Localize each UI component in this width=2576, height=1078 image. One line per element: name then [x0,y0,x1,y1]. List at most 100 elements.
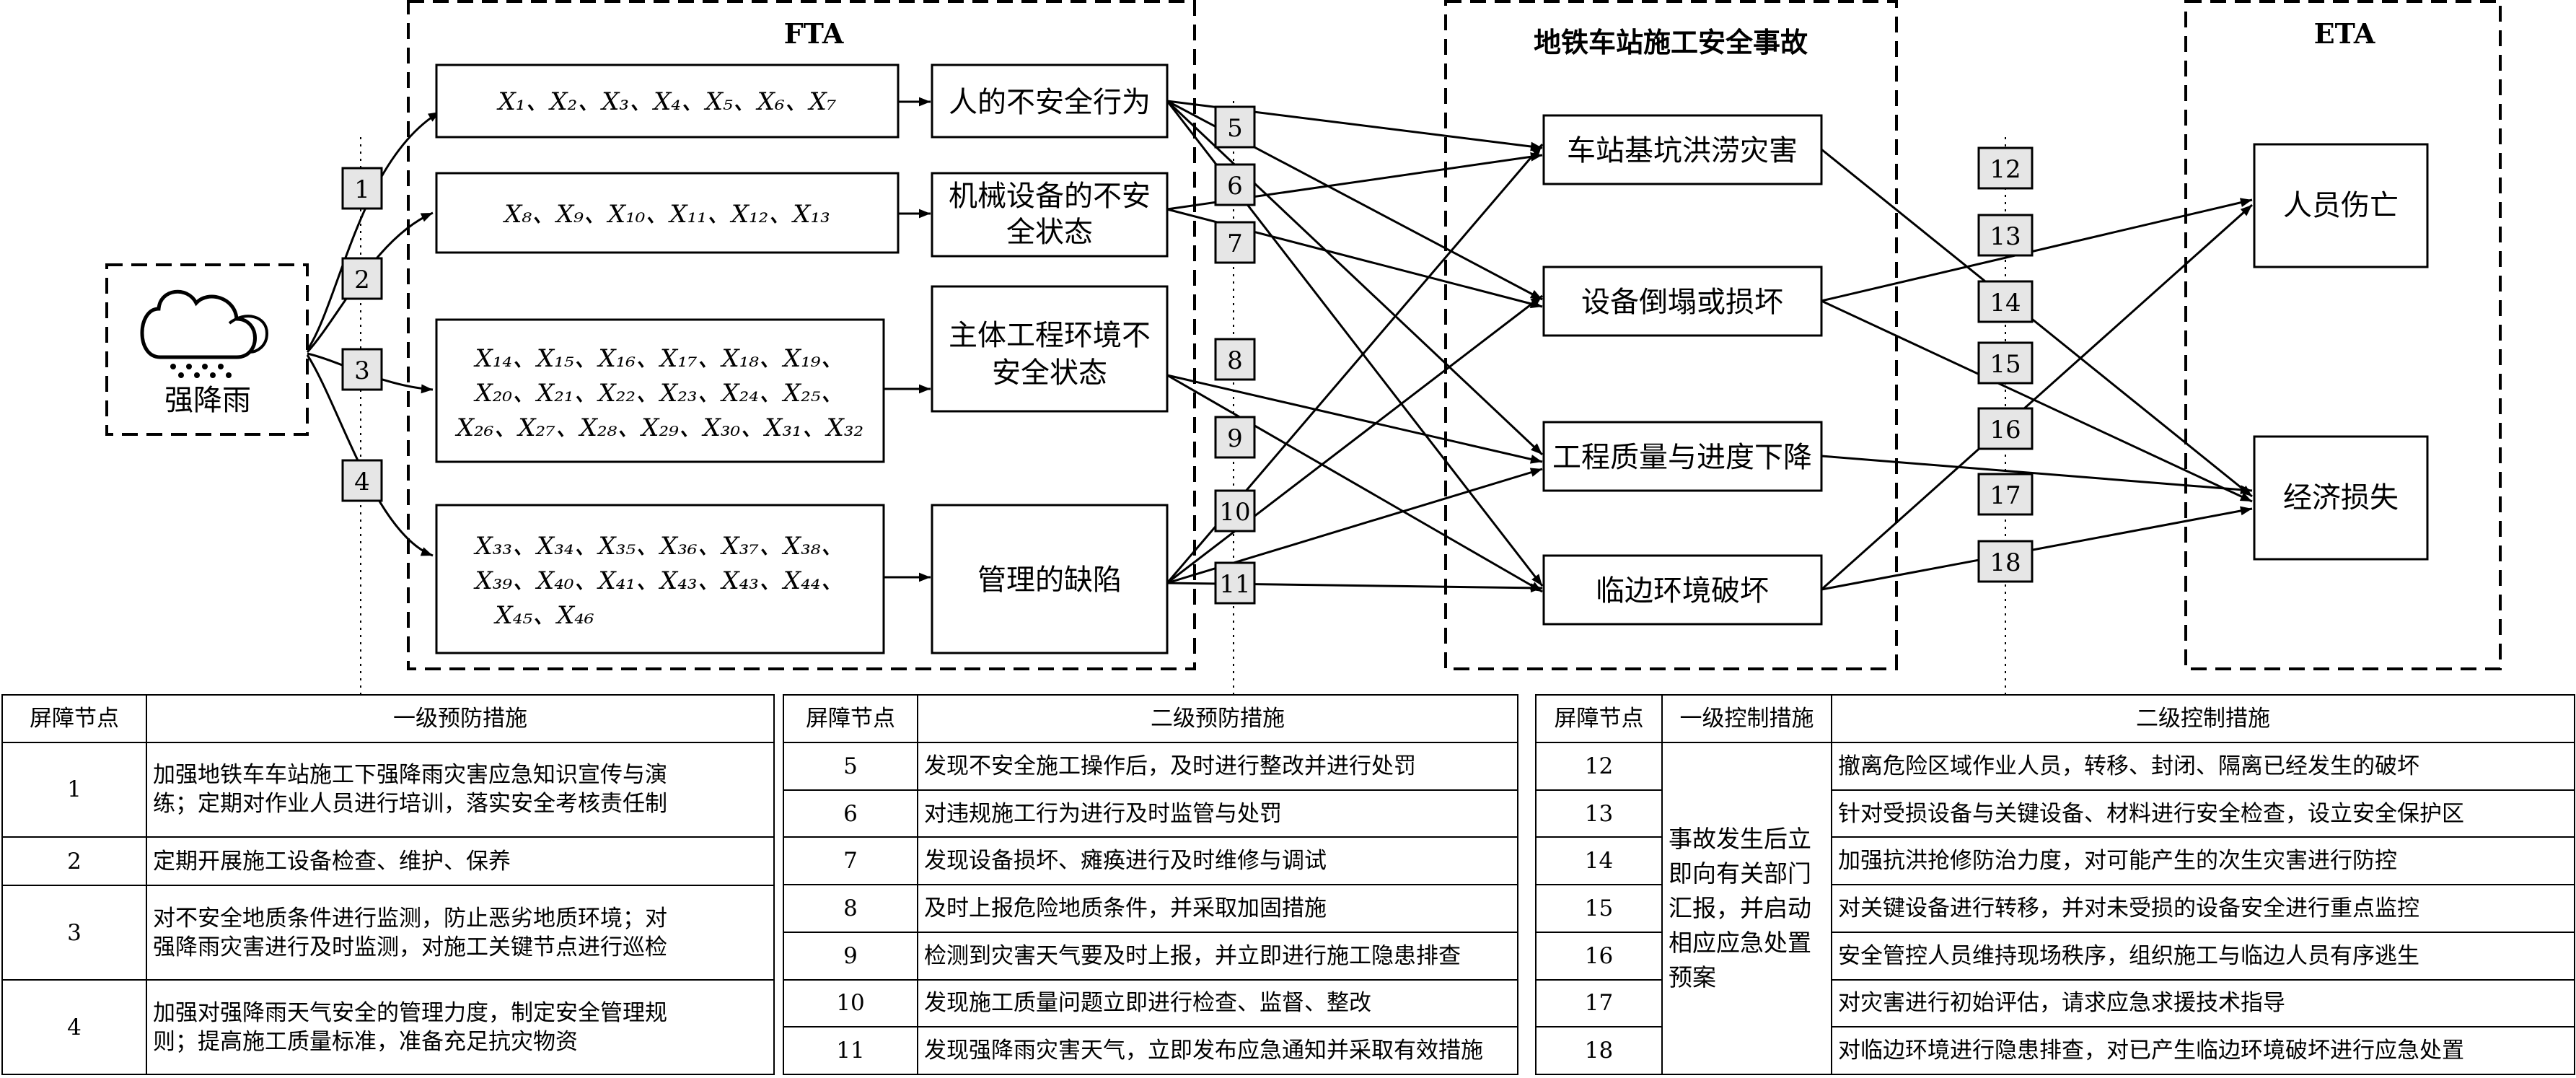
fta-region [407,0,1196,670]
table2-measure: 发现不安全施工操作后，及时进行整改并进行处罚 [917,742,1518,791]
table-row: 2 定期开展施工设备检查、维护、保养 [1,836,775,887]
table1-node: 4 [1,979,147,1075]
cause-vars-box-3 [435,318,885,463]
cause-label-2-line-2: 全状态 [1006,216,1093,249]
table3-measure: 撤离危险区域作业人员，转移、封闭、隔离已经发生的破坏 [1831,742,2575,791]
table2-measure: 对违规施工行为进行及时监管与处罚 [917,789,1518,838]
barrier-node-12: 12 [1990,155,2021,184]
table1-measure: 加强对强降雨天气安全的管理力度，制定安全管理规 则；提高施工质量标准，准备充足抗… [146,979,775,1075]
table2-node: 6 [783,789,918,838]
barrier-node-10: 10 [1219,498,1250,527]
table-row: 4 加强对强降雨天气安全的管理力度，制定安全管理规 则；提高施工质量标准，准备充… [1,979,775,1075]
accident-box-3 [1542,421,1823,492]
cause-vars-3-line-2: X₂₀、X₂₁、X₂₂、X₂₃、X₂₄、X₂₅、 [473,379,845,408]
table1-node: 2 [1,836,147,887]
cause-vars-2-line-1: X₈、X₉、X₁₀、X₁₁、X₁₂、X₁₃ [502,200,830,229]
accident-box-4 [1542,554,1823,626]
cause-vars-box-4 [435,504,885,654]
cause-vars-4-line-3: X₄₅、X₄₆ [493,601,594,630]
outcome-box-1 [2253,143,2429,268]
barrier-nodes-middle: 5 6 7 8 9 10 11 [1214,105,1256,605]
table3-header-first: 一级控制措施 [1661,694,1832,743]
table-row: 16 安全管控人员维持现场秩序，组织施工与临边人员有序逃生 [1535,931,2575,981]
primary-prevention-table: 屏障节点 一级预防措施 1 加强地铁车车站施工下强降雨灾害应急知识宣传与演 练；… [1,694,775,1075]
table3-measure: 加强抗洪抢修防治力度，对可能产生的次生灾害进行防控 [1831,836,2575,886]
eta-label: ETA [2314,17,2375,50]
table2-node: 9 [783,931,918,981]
barrier-node-9: 9 [1227,424,1243,453]
cause-label-2-line-1: 机械设备的不安 [949,180,1151,213]
accident-label-4: 临边环境破坏 [1596,574,1769,608]
table-row: 18 对临边环境进行隐患排查，对已产生临边环境破坏进行应急处置 [1535,1026,2575,1075]
barrier-node-17: 17 [1990,481,2021,510]
table3-header-node: 屏障节点 [1535,694,1663,743]
accident-label-2: 设备倒塌或损坏 [1581,286,1783,319]
cause-label-1-line-1: 人的不安全行为 [949,86,1151,119]
cause-vars-4-line-2: X₃₉、X₄₀、X₄₁、X₄₃、X₄₃、X₄₄、 [473,566,845,595]
table1-measure: 定期开展施工设备检查、维护、保养 [146,836,775,887]
control-measures-table: 屏障节点 一级控制措施 二级控制措施 12 事故发生后立 即向有关部门 汇报，并… [1535,694,2575,1075]
table1-node: 1 [1,742,147,838]
barrier-node-4: 4 [354,468,370,496]
barrier-node-16: 16 [1990,416,2021,444]
table3-measure: 安全管控人员维持现场秩序，组织施工与临边人员有序逃生 [1831,931,2575,981]
table3-node: 17 [1535,978,1663,1028]
outcome-label-1: 人员伤亡 [2283,189,2399,222]
table2-measure: 检测到灾害天气要及时上报，并立即进行施工隐患排查 [917,931,1518,981]
barrier-node-14: 14 [1990,289,2021,317]
table3-measure: 对灾害进行初始评估，请求应急求援技术指导 [1831,978,2575,1028]
table2-measure: 发现设备损坏、瘫痪进行及时维修与调试 [917,836,1518,886]
barrier-node-5: 5 [1227,114,1243,143]
barrier-node-3: 3 [354,356,370,385]
table2-node: 5 [783,742,918,791]
table3-node: 16 [1535,931,1663,981]
table1-header-node: 屏障节点 [1,694,147,743]
table2-measure: 发现强降雨灾害天气，立即发布应急通知并采取有效措施 [917,1026,1518,1075]
table1-measure: 加强地铁车车站施工下强降雨灾害应急知识宣传与演 练；定期对作业人员进行培训，落实… [146,742,775,838]
table-row: 17 对灾害进行初始评估，请求应急求援技术指导 [1535,978,2575,1028]
table2-header-measure: 二级预防措施 [917,694,1518,743]
accident-label-3: 工程质量与进度下降 [1552,441,1812,474]
barrier-node-8: 8 [1227,346,1243,375]
table1-node: 3 [1,885,147,981]
table3-measure: 对临边环境进行隐患排查，对已产生临边环境破坏进行应急处置 [1831,1026,2575,1075]
table3-node: 18 [1535,1026,1663,1075]
table3-node: 13 [1535,789,1663,838]
table2-measure: 发现施工质量问题立即进行检查、监督、整改 [917,978,1518,1028]
cause-vars-4-line-1: X₃₃、X₃₄、X₃₅、X₃₆、X₃₇、X₃₈、 [473,532,845,561]
cause-label-3-line-1: 主体工程环境不 [949,319,1151,352]
cause-label-box-4 [931,504,1169,654]
accident-box-2 [1542,266,1823,337]
table2-header-node: 屏障节点 [783,694,918,743]
cause-label-box-1 [931,63,1169,139]
cause-vars-3-line-1: X₁₄、X₁₅、X₁₆、X₁₇、X₁₈、X₁₉、 [473,344,845,373]
barrier-node-18: 18 [1990,548,2021,577]
table3-node: 15 [1535,884,1663,933]
barrier-node-1: 1 [354,175,370,204]
table-row: 12 事故发生后立 即向有关部门 汇报，并启动 相应应急处置 预案 撤离危险区域… [1535,742,2575,1075]
table2-node: 11 [783,1026,918,1075]
table-row: 14 加强抗洪抢修防治力度，对可能产生的次生灾害进行防控 [1535,836,2575,886]
cause-vars-1-line-1: X₁、X₂、X₃、X₄、X₅、X₆、X₇ [496,87,837,116]
barrier-nodes-eta: 12 13 14 15 16 17 18 [1977,146,2034,583]
outcome-box-2 [2253,435,2429,561]
cause-label-box-3 [931,285,1169,413]
barrier-node-15: 15 [1990,350,2021,379]
table3-first-level-measure: 事故发生后立 即向有关部门 汇报，并启动 相应应急处置 预案 [1661,742,1832,1075]
barrier-nodes-fta: 1 2 3 4 [341,167,383,502]
barrier-node-13: 13 [1990,222,2021,251]
bowtie-diagram: FTA 地铁车站施工安全事故 ETA 强降雨 X₁、X₂、X₃、X₄、X₅、X₆… [105,0,2502,700]
table3-node: 14 [1535,836,1663,886]
table2-node: 7 [783,836,918,886]
table3-node: 12 [1535,742,1663,791]
